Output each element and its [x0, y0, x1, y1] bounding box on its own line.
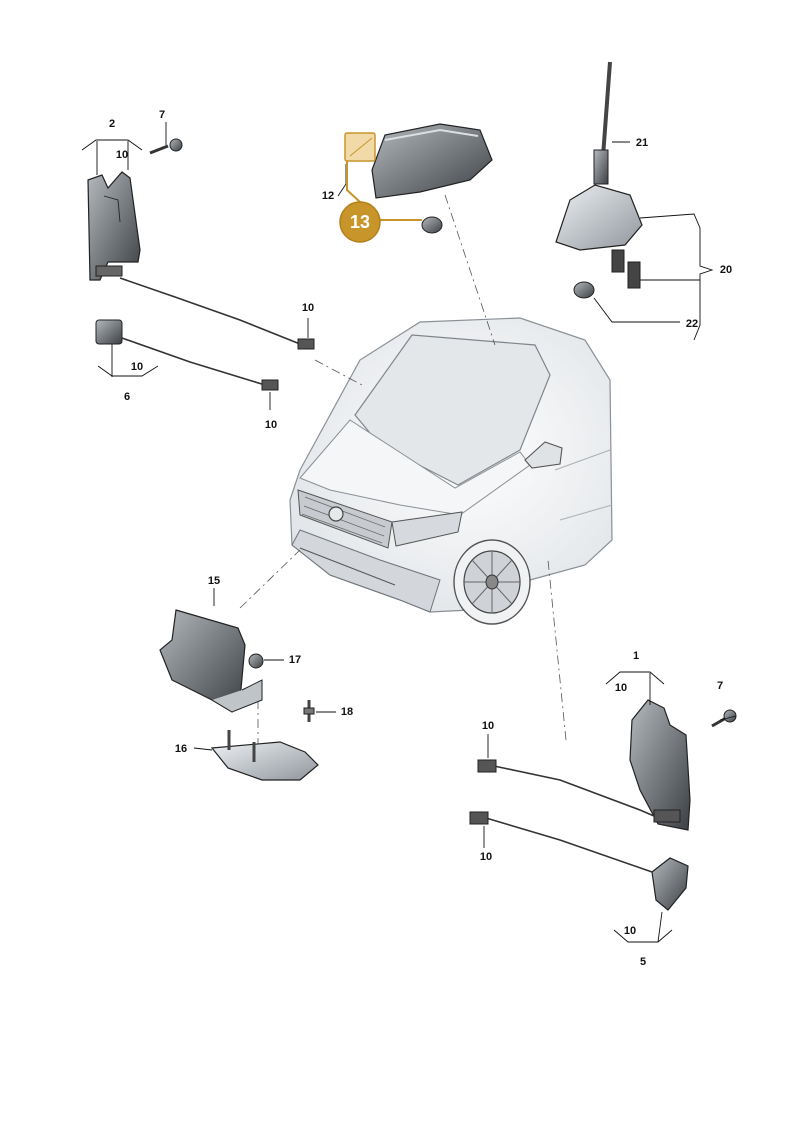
label-5: 5	[640, 956, 646, 968]
label-10: 10	[116, 149, 128, 161]
front-grille	[297, 489, 393, 549]
highlight-badge	[339, 201, 381, 243]
label-12: 12	[322, 190, 334, 202]
leader-lines	[81, 122, 737, 943]
headlight	[391, 511, 463, 547]
radar-unit-part-15	[159, 609, 263, 713]
highlight-number: 13	[350, 212, 370, 232]
screw-part-7-left	[149, 138, 183, 155]
connector	[469, 811, 489, 825]
label-16: 16	[175, 743, 187, 755]
label-6: 6	[124, 391, 130, 403]
label-10: 10	[480, 851, 492, 863]
label-10: 10	[615, 682, 627, 694]
label-15: 15	[208, 575, 220, 587]
label-7: 7	[717, 680, 723, 692]
vehicle-emblem	[328, 506, 344, 522]
vehicle-illustration	[289, 317, 613, 625]
part-labels: 2 10 7 10 10 6 10 12 21 20 22 15 17 18 1…	[109, 109, 732, 968]
sensor-bracket-part-1	[477, 699, 691, 831]
label-10: 10	[482, 720, 494, 732]
front-wheel	[453, 539, 531, 625]
roof-antenna-part-20	[555, 61, 643, 299]
label-17: 17	[289, 654, 301, 666]
label-10: 10	[131, 361, 143, 373]
stud-part-18	[303, 700, 315, 722]
screw-part-7-right	[711, 709, 737, 728]
connector	[297, 338, 315, 350]
sensor-part-5	[469, 811, 689, 911]
label-22: 22	[686, 318, 698, 330]
label-21: 21	[636, 137, 648, 149]
connector	[261, 379, 279, 391]
label-1: 1	[633, 650, 639, 662]
mounting-plate-part-16	[210, 730, 319, 781]
label-10: 10	[624, 925, 636, 937]
side-mirror	[524, 441, 563, 469]
sensor-part-6	[95, 319, 279, 391]
sensor-bracket-part-2	[87, 171, 315, 350]
label-10: 10	[265, 419, 277, 431]
label-10: 10	[302, 302, 314, 314]
label-20: 20	[720, 264, 732, 276]
highlight-swatch	[344, 132, 376, 162]
label-18: 18	[341, 706, 353, 718]
highlight-callout-13[interactable]: 13	[339, 132, 422, 243]
label-2: 2	[109, 118, 115, 130]
nut-part-17	[248, 653, 264, 669]
reference-lines	[239, 194, 567, 745]
connector	[477, 759, 497, 773]
roof-antenna-cover-part-12	[371, 123, 493, 234]
label-7: 7	[159, 109, 165, 121]
